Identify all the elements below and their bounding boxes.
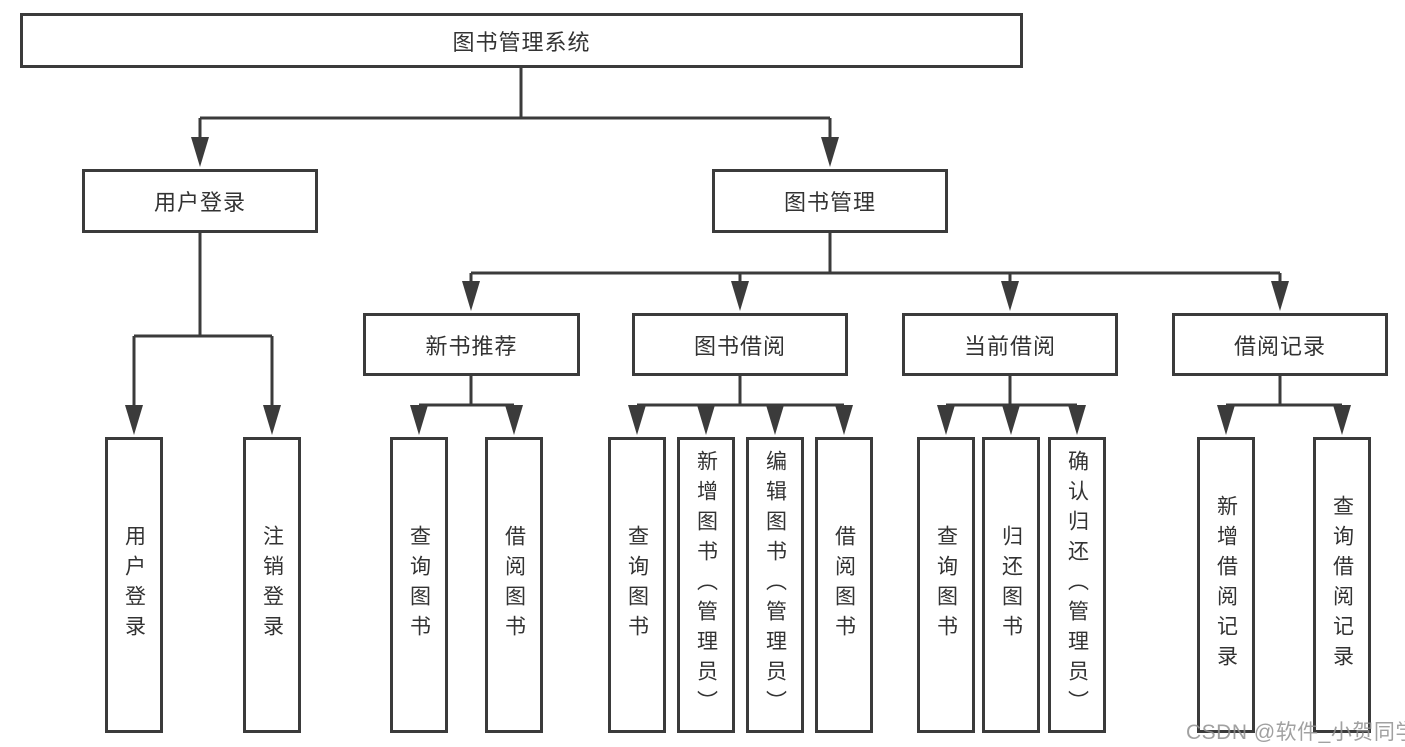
leaf-borrow-books-recommend: 借阅图书 xyxy=(485,437,543,733)
node-root: 图书管理系统 xyxy=(20,13,1023,68)
leaf-edit-books-admin-label: 编辑图书（管理员） xyxy=(763,450,787,720)
leaf-query-books-current-label: 查询图书 xyxy=(934,525,958,645)
leaf-query-borrow-record: 查询借阅记录 xyxy=(1313,437,1371,733)
leaf-user-login-label: 用户登录 xyxy=(122,525,146,645)
leaf-borrow-books-label: 借阅图书 xyxy=(832,525,856,645)
leaf-borrow-books-recommend-label: 借阅图书 xyxy=(502,525,526,645)
node-current-borrow-label: 当前借阅 xyxy=(963,333,1056,359)
node-book-borrow-label: 图书借阅 xyxy=(693,333,786,359)
node-book-management: 图书管理 xyxy=(712,169,948,233)
leaf-query-books-recommend-label: 查询图书 xyxy=(407,525,431,645)
node-book-management-label: 图书管理 xyxy=(783,190,876,215)
leaf-query-books-borrow: 查询图书 xyxy=(608,437,666,733)
leaf-logout-label: 注销登录 xyxy=(260,525,284,645)
leaf-add-books-admin: 新增图书（管理员） xyxy=(677,437,735,733)
leaf-return-books-label: 归还图书 xyxy=(999,525,1023,645)
leaf-query-borrow-record-label: 查询借阅记录 xyxy=(1330,495,1354,675)
leaf-user-login: 用户登录 xyxy=(105,437,163,733)
node-new-book-recommend: 新书推荐 xyxy=(363,313,580,376)
leaf-add-books-admin-label: 新增图书（管理员） xyxy=(694,450,718,720)
leaf-confirm-return-admin-label: 确认归还（管理员） xyxy=(1065,450,1089,720)
csdn-watermark: CSDN @软件_小贺同学 xyxy=(1186,721,1405,744)
node-root-label: 图书管理系统 xyxy=(452,29,591,55)
leaf-confirm-return-admin: 确认归还（管理员） xyxy=(1048,437,1106,733)
leaf-return-books: 归还图书 xyxy=(982,437,1040,733)
node-book-borrow: 图书借阅 xyxy=(632,313,848,376)
leaf-add-borrow-record-label: 新增借阅记录 xyxy=(1214,495,1238,675)
leaf-logout: 注销登录 xyxy=(243,437,301,733)
node-borrow-records: 借阅记录 xyxy=(1172,313,1388,376)
leaf-edit-books-admin: 编辑图书（管理员） xyxy=(746,437,804,733)
leaf-query-books-recommend: 查询图书 xyxy=(390,437,448,733)
node-borrow-records-label: 借阅记录 xyxy=(1233,333,1326,359)
node-user-login-label: 用户登录 xyxy=(153,190,246,215)
leaf-query-books-current: 查询图书 xyxy=(917,437,975,733)
node-current-borrow: 当前借阅 xyxy=(902,313,1118,376)
leaf-query-books-borrow-label: 查询图书 xyxy=(625,525,649,645)
node-new-book-recommend-label: 新书推荐 xyxy=(425,333,518,359)
leaf-borrow-books: 借阅图书 xyxy=(815,437,873,733)
node-user-login: 用户登录 xyxy=(82,169,318,233)
leaf-add-borrow-record: 新增借阅记录 xyxy=(1197,437,1255,733)
